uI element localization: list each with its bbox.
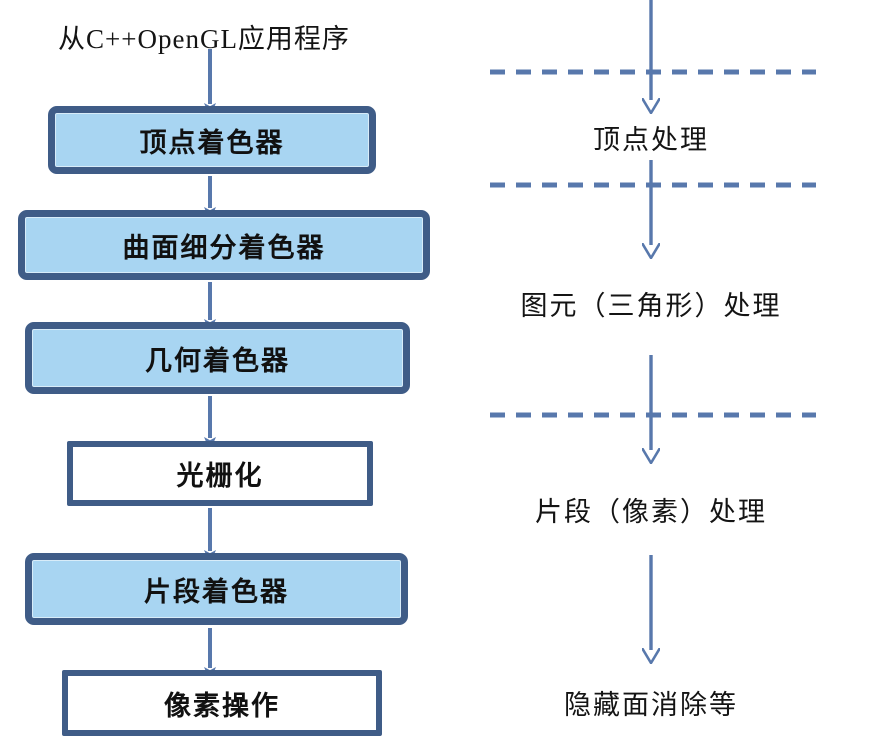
pipeline-source-title: 从C++OpenGL应用程序: [58, 24, 350, 54]
stage-label-hidden-surface: 隐藏面消除等: [564, 689, 738, 720]
pipeline-node-label: 片段着色器: [144, 576, 289, 607]
stage-label-primitive-processing: 图元（三角形）处理: [520, 290, 782, 321]
pipeline-node-4[interactable]: 片段着色器: [25, 553, 408, 625]
pipeline-node-label: 几何着色器: [145, 345, 290, 376]
pipeline-node-3[interactable]: 光栅化: [67, 441, 373, 506]
pipeline-node-5[interactable]: 像素操作: [62, 670, 382, 736]
pipeline-node-label: 光栅化: [176, 461, 264, 491]
pipeline-node-1[interactable]: 曲面细分着色器: [18, 210, 430, 280]
pipeline-node-label: 像素操作: [164, 690, 280, 721]
stage-label-fragment-processing: 片段（像素）处理: [535, 496, 767, 527]
pipeline-node-2[interactable]: 几何着色器: [25, 322, 410, 394]
pipeline-node-label: 曲面细分着色器: [122, 232, 326, 263]
stage-label-vertex-processing: 顶点处理: [593, 124, 709, 155]
pipeline-node-label: 顶点着色器: [139, 127, 285, 158]
pipeline-node-0[interactable]: 顶点着色器: [48, 106, 376, 174]
